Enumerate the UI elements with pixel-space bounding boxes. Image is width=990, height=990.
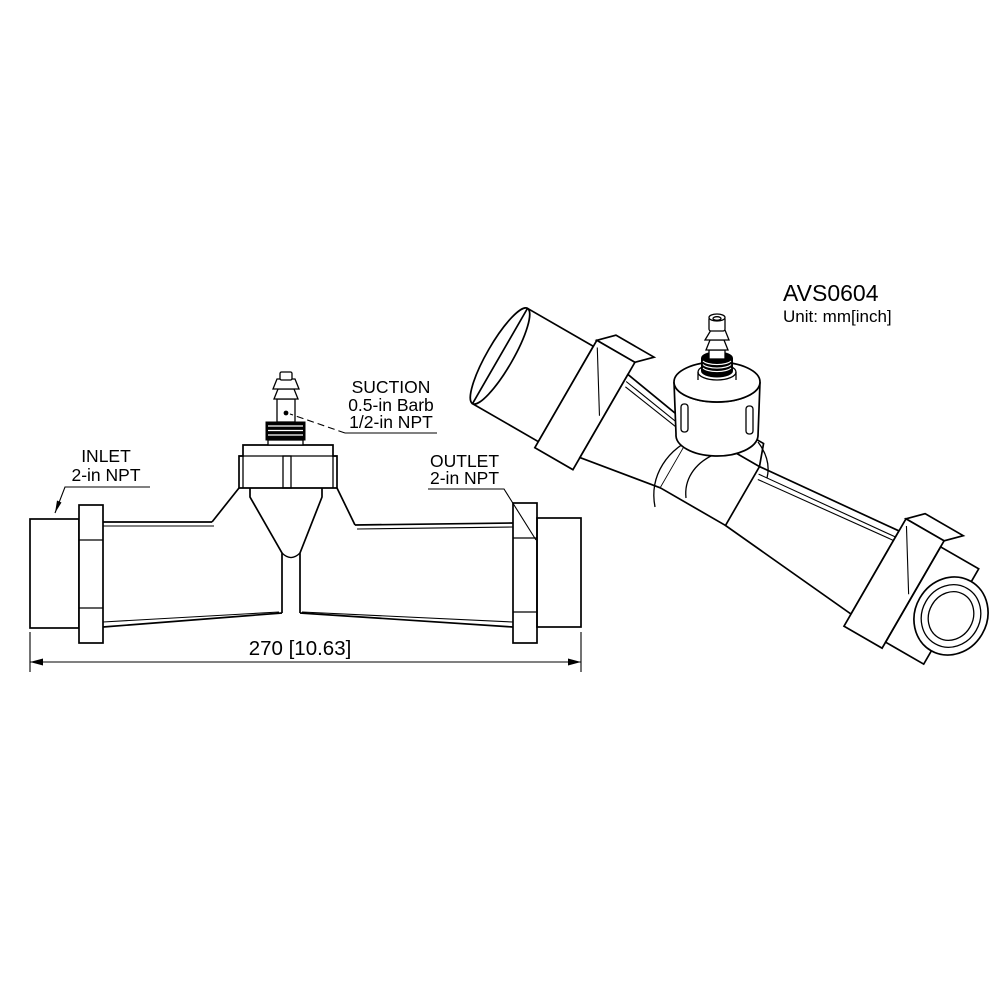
side-inlet-thread xyxy=(29,518,80,629)
side-suction-cap xyxy=(238,439,338,489)
suction-spec-barb: 0.5-in Barb xyxy=(348,395,434,415)
side-view xyxy=(29,371,582,644)
iso-cap-slot-left xyxy=(680,403,689,433)
suction-label: SUCTION xyxy=(352,377,431,397)
overall-dimension: 270 [10.63] xyxy=(29,632,582,672)
side-inlet-hex-nut xyxy=(78,504,104,644)
unit-note: Unit: mm[inch] xyxy=(783,307,892,326)
outlet-spec: 2-in NPT xyxy=(430,468,499,488)
side-outlet-hex-nut xyxy=(512,502,538,644)
inlet-spec: 2-in NPT xyxy=(71,465,140,485)
inlet-label: INLET xyxy=(81,446,131,466)
outlet-label: OUTLET xyxy=(430,451,499,471)
inlet-leader-arrow xyxy=(55,500,62,513)
overall-dimension-text: 270 [10.63] xyxy=(249,637,352,660)
title-block: AVS0604 Unit: mm[inch] xyxy=(783,280,892,326)
iso-suction-barb xyxy=(703,313,730,360)
outlet-leader-line xyxy=(428,488,537,541)
suction-leader-line xyxy=(289,413,346,434)
dimension-arrow-right xyxy=(568,658,581,666)
suction-spec-npt: 1/2-in NPT xyxy=(349,412,433,432)
suction-leader-dot xyxy=(283,410,289,416)
side-suction-thread xyxy=(265,421,306,441)
side-body xyxy=(102,487,514,628)
side-suction-barb xyxy=(272,371,300,423)
dimension-arrow-left xyxy=(30,658,43,666)
outlet-callout: OUTLET 2-in NPT xyxy=(428,451,537,541)
iso-outlet-face xyxy=(913,576,989,656)
iso-cap-slot-right xyxy=(745,405,754,435)
suction-callout: SUCTION 0.5-in Barb 1/2-in NPT xyxy=(289,377,437,434)
part-number: AVS0604 xyxy=(783,280,879,306)
side-outlet-thread xyxy=(536,517,582,628)
inlet-callout: INLET 2-in NPT xyxy=(54,446,150,514)
isometric-view xyxy=(469,307,989,666)
